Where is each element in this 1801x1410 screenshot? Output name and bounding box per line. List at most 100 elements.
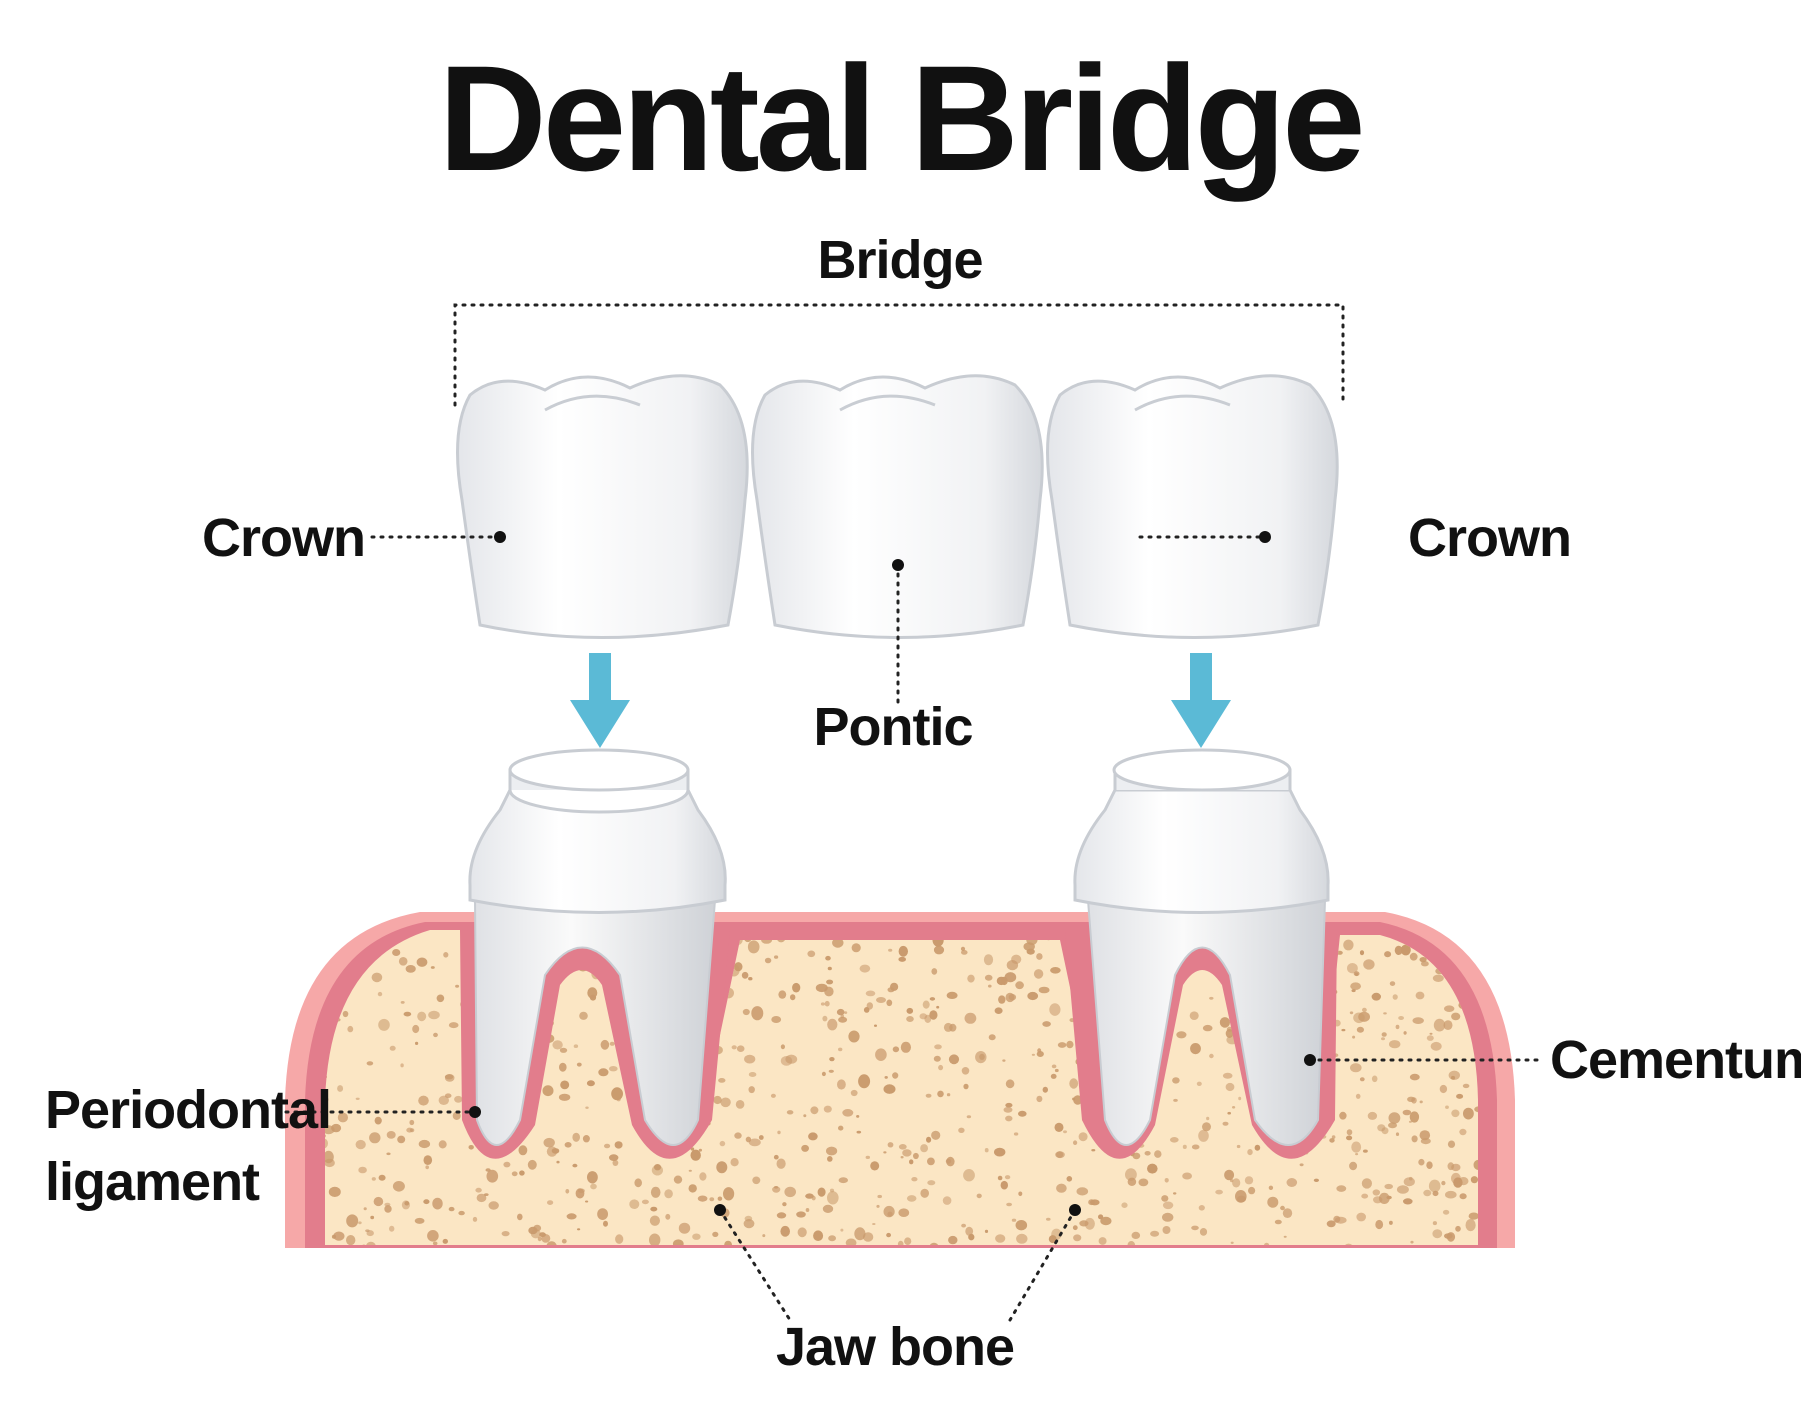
bone-speckle: [386, 1131, 396, 1139]
bone-speckle: [1247, 1149, 1253, 1156]
bone-speckle: [927, 1157, 935, 1166]
bone-speckle: [1409, 1111, 1420, 1123]
bone-speckle: [770, 1093, 776, 1098]
bone-speckle: [931, 1130, 941, 1140]
bone-speckle: [1033, 969, 1044, 979]
bone-speckle: [1398, 1016, 1404, 1020]
bone-speckle: [1131, 1231, 1141, 1239]
bone-speckle: [762, 1234, 766, 1238]
bone-speckle: [1402, 1109, 1412, 1116]
bone-speckle: [634, 1178, 642, 1188]
bone-speckle: [409, 1128, 415, 1133]
bone-speckle: [966, 1115, 972, 1119]
bone-speckle: [1415, 991, 1425, 1000]
bone-speckle: [828, 1235, 836, 1242]
bone-speckle: [937, 1090, 944, 1098]
bone-speckle: [744, 1215, 753, 1222]
bone-speckle: [1470, 953, 1475, 958]
bone-speckle: [1004, 1175, 1011, 1180]
bone-speckle: [378, 1174, 386, 1181]
bone-speckle: [1254, 1144, 1261, 1151]
bone-speckle: [1209, 1053, 1214, 1059]
bone-speckle: [1054, 1068, 1059, 1073]
bone-speckle: [961, 1223, 966, 1228]
bone-speckle: [778, 990, 787, 999]
bone-speckle: [854, 1227, 866, 1241]
bone-speckle: [887, 1142, 894, 1148]
bone-speckle: [1263, 1242, 1270, 1245]
bone-speckle: [828, 1069, 834, 1073]
bone-speckle: [358, 1221, 362, 1225]
bone-speckle: [1371, 992, 1382, 1001]
bone-speckle: [1394, 945, 1403, 956]
bone-speckle: [1236, 1144, 1241, 1149]
bone-speckle: [902, 1149, 912, 1157]
bone-speckle: [712, 1231, 719, 1237]
bone-speckle: [612, 1159, 619, 1166]
bone-speckle: [734, 962, 743, 972]
bone-speckle: [1268, 1185, 1274, 1191]
bone-speckle: [774, 955, 779, 959]
bone-speckle: [958, 1127, 965, 1134]
bone-speckle: [1005, 1102, 1013, 1108]
bone-speckle: [838, 1016, 848, 1023]
bone-speckle: [472, 1216, 478, 1222]
bone-speckle: [1038, 986, 1050, 994]
bone-speckle: [1373, 1196, 1383, 1204]
bone-speckle: [416, 957, 428, 967]
bone-speckle: [518, 1145, 528, 1156]
bone-speckle: [1343, 939, 1354, 951]
bone-speckle: [1381, 1032, 1387, 1037]
bone-speckle: [650, 1186, 661, 1198]
bone-speckle: [1225, 1082, 1235, 1092]
bone-speckle: [748, 977, 753, 981]
bone-speckle: [1377, 1124, 1386, 1132]
bone-speckle: [573, 1044, 579, 1048]
bone-speckle: [1073, 1140, 1078, 1145]
bone-speckle: [1072, 1225, 1078, 1231]
bone-speckle: [409, 1119, 415, 1126]
bone-speckle: [824, 986, 834, 997]
bone-speckle: [1389, 1040, 1401, 1049]
periodontal-label-line1: Periodontal: [45, 1080, 331, 1140]
bone-speckle: [840, 1014, 845, 1019]
bone-speckle: [1286, 1178, 1298, 1187]
bone-speckle: [585, 1106, 589, 1109]
bone-speckle: [486, 1169, 499, 1183]
bone-speckle: [690, 1149, 701, 1161]
bone-speckle: [720, 1097, 731, 1108]
bone-speckle: [650, 1206, 658, 1212]
bone-speckle: [443, 952, 449, 958]
bone-speckle: [822, 1015, 828, 1022]
bone-speckle: [1433, 1018, 1446, 1032]
bone-speckle: [829, 1057, 835, 1062]
bone-speckle: [1011, 954, 1022, 964]
bone-speckle: [875, 1048, 887, 1061]
bone-speckle: [427, 1230, 439, 1242]
bone-speckle: [1161, 1195, 1169, 1202]
bone-speckle: [1225, 1029, 1234, 1038]
bone-speckle: [996, 976, 1006, 986]
bone-speckle: [1462, 930, 1472, 931]
bone-speckle: [337, 1112, 348, 1123]
bone-speckle: [1002, 1059, 1006, 1062]
bone-speckle: [1051, 1064, 1057, 1069]
bone-speckle: [825, 955, 831, 961]
bone-speckle: [1463, 1107, 1474, 1120]
bone-speckle: [528, 1226, 538, 1235]
bone-speckle: [537, 1236, 542, 1242]
bone-speckle: [870, 1161, 880, 1171]
bone-speckle: [929, 997, 936, 1001]
bone-speckle: [877, 1194, 882, 1199]
bone-speckle: [876, 997, 886, 1003]
bone-speckle: [1371, 1075, 1378, 1083]
bone-speckle: [641, 1199, 649, 1205]
bone-speckle: [1419, 1130, 1431, 1141]
bone-speckle: [865, 990, 876, 997]
bone-speckle: [718, 1078, 726, 1083]
bone-speckle: [519, 1170, 525, 1176]
bone-speckle: [579, 1011, 588, 1020]
bone-speckle: [672, 1239, 684, 1245]
bone-speckle: [838, 1125, 844, 1131]
bone-speckle: [886, 999, 893, 1007]
